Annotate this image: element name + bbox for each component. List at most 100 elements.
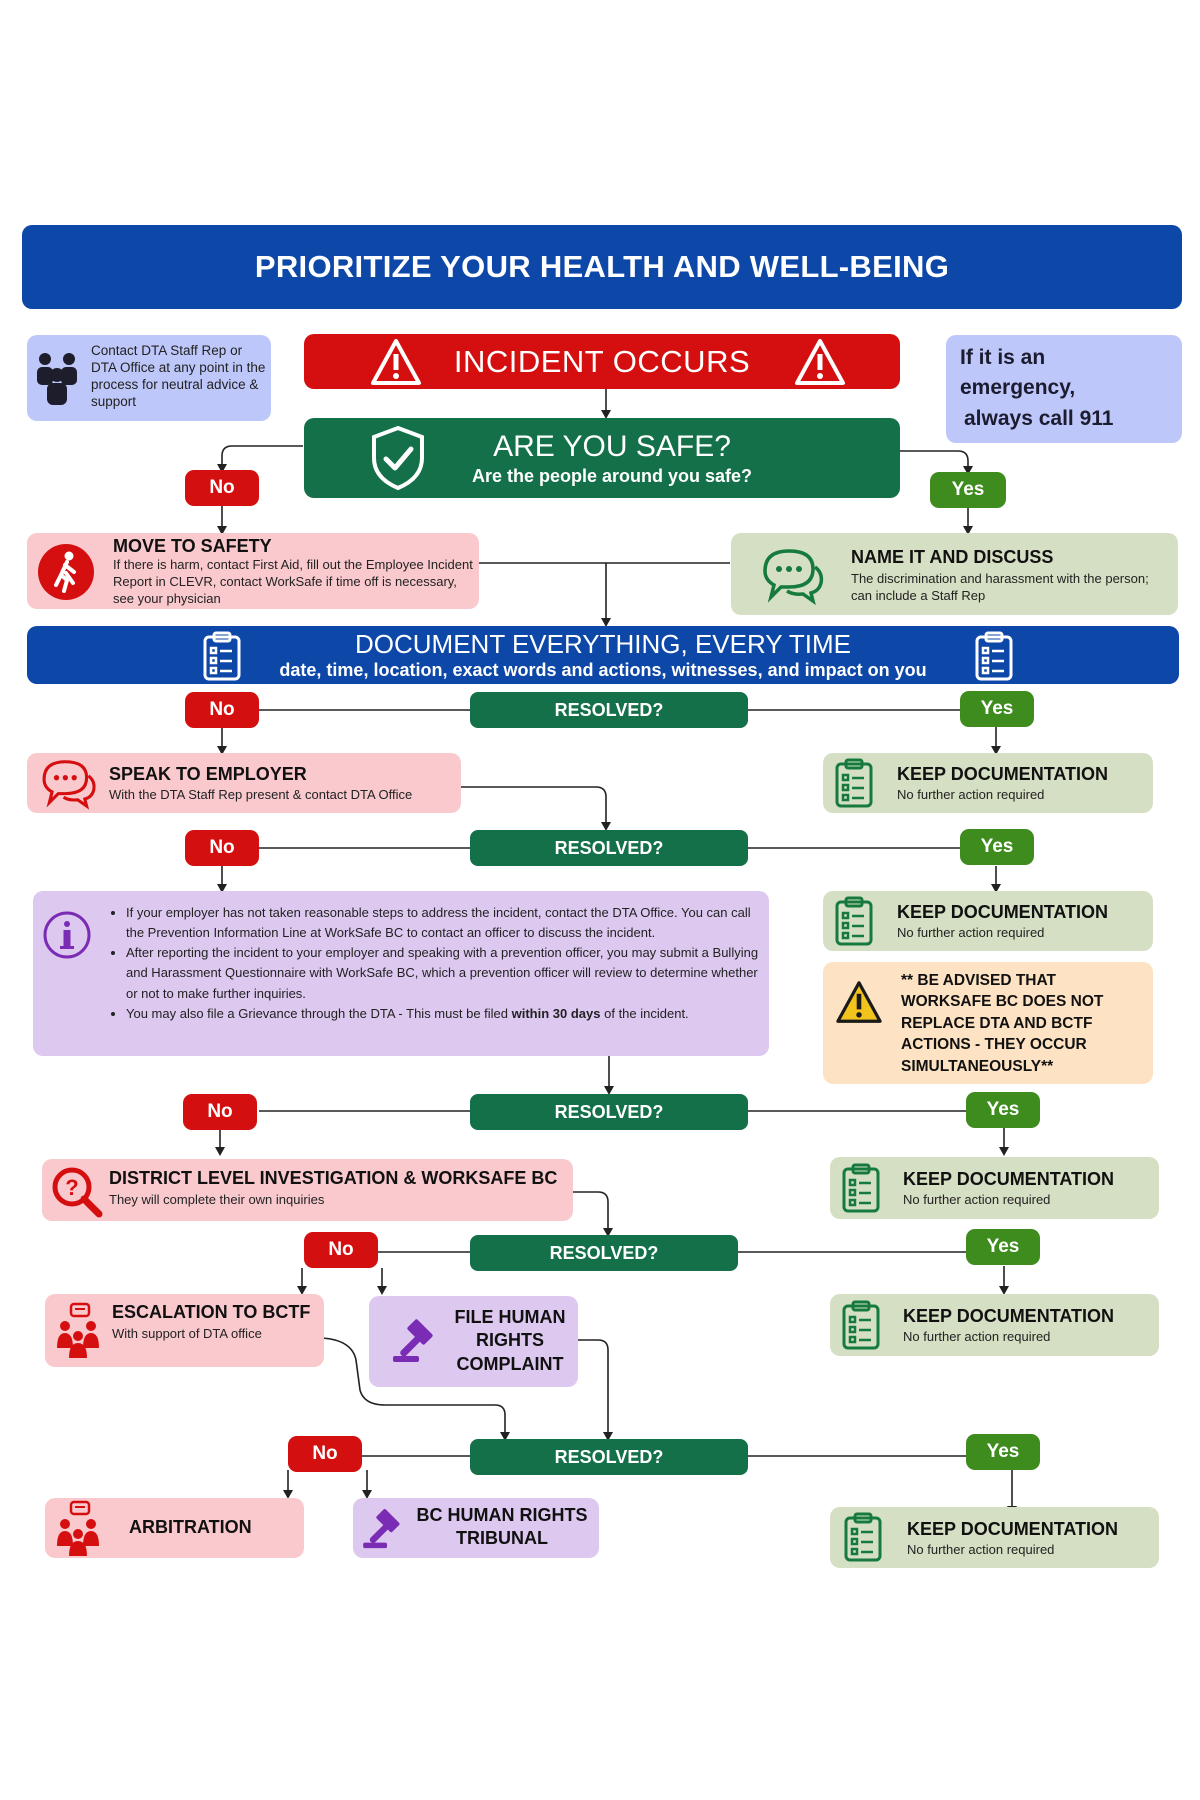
- info-box: If your employer has not taken reasonabl…: [33, 891, 769, 1056]
- escalation-title: ESCALATION TO BCTF: [112, 1302, 311, 1322]
- warning-text: ** BE ADVISED THAT WORKSAFE BC DOES NOT …: [901, 972, 1104, 1075]
- yes-label: Yes: [960, 691, 1034, 727]
- speak-employer-text: With the DTA Staff Rep present & contact…: [109, 787, 413, 802]
- no-label: No: [185, 830, 259, 866]
- chat-bubble-icon: [37, 756, 99, 815]
- incident-occurs-box: INCIDENT OCCURS: [304, 334, 900, 389]
- magnifier-question-icon: ?: [50, 1165, 104, 1224]
- clipboard-icon: [840, 1162, 882, 1219]
- name-it-box: NAME IT AND DISCUSS The discrimination a…: [731, 533, 1178, 615]
- human-rights-line3: COMPLAINT: [456, 1353, 564, 1374]
- keep-doc-text: No further action required: [903, 1329, 1051, 1344]
- gavel-icon: [361, 1506, 413, 1555]
- clipboard-icon: [840, 1299, 882, 1356]
- safe-subtitle: Are the people around you safe?: [471, 465, 753, 486]
- tribunal-line2: TRIBUNAL: [456, 1528, 548, 1549]
- keep-doc-text: No further action required: [903, 1192, 1051, 1207]
- emergency-line3: always call 911: [964, 406, 1114, 430]
- district-title: DISTRICT LEVEL INVESTIGATION & WORKSAFE …: [109, 1168, 558, 1188]
- clipboard-icon: [973, 630, 1015, 687]
- yes-label: Yes: [966, 1229, 1040, 1265]
- meeting-people-icon: [51, 1302, 105, 1365]
- keep-doc-title: KEEP DOCUMENTATION: [897, 764, 1109, 784]
- clipboard-icon: [833, 895, 875, 952]
- escalation-box: ESCALATION TO BCTF With support of DTA o…: [45, 1294, 324, 1367]
- resolved-5: RESOLVED?: [470, 1439, 748, 1475]
- warning-triangle-icon: [370, 338, 422, 391]
- keep-doc-title: KEEP DOCUMENTATION: [907, 1519, 1119, 1539]
- speak-to-employer-box: SPEAK TO EMPLOYER With the DTA Staff Rep…: [27, 753, 461, 813]
- no-label: No: [185, 470, 259, 506]
- incident-label: INCIDENT OCCURS: [453, 343, 751, 379]
- no-label: No: [185, 692, 259, 728]
- emergency-line2: emergency,: [960, 376, 1076, 400]
- are-you-safe-box: ARE YOU SAFE? Are the people around you …: [304, 418, 900, 498]
- yes-label: Yes: [960, 829, 1034, 865]
- meeting-people-icon: [51, 1500, 105, 1563]
- keep-doc-title: KEEP DOCUMENTATION: [903, 1306, 1115, 1326]
- walking-person-icon: [37, 543, 95, 606]
- district-text: They will complete their own inquiries: [109, 1192, 325, 1207]
- yes-label: Yes: [966, 1092, 1040, 1128]
- no-label: No: [183, 1094, 257, 1130]
- contact-dta-text: Contact DTA Staff Rep or DTA Office at a…: [91, 343, 266, 409]
- move-to-safety-text: If there is harm, contact First Aid, fil…: [113, 557, 473, 606]
- district-investigation-box: ? DISTRICT LEVEL INVESTIGATION & WORKSAF…: [42, 1159, 573, 1221]
- gavel-icon: [391, 1316, 447, 1369]
- info-circle-icon: [42, 910, 92, 965]
- yes-label: Yes: [966, 1434, 1040, 1470]
- keep-doc-title: KEEP DOCUMENTATION: [897, 902, 1109, 922]
- keep-doc-text: No further action required: [907, 1542, 1055, 1557]
- tribunal-line1: BC HUMAN RIGHTS: [416, 1505, 588, 1525]
- warning-triangle-icon: [794, 338, 846, 391]
- svg-text:?: ?: [65, 1175, 78, 1200]
- no-label: No: [304, 1232, 378, 1268]
- emergency-box: If it is an emergency, always call 911: [946, 335, 1182, 443]
- arbitration-box: ARBITRATION: [45, 1498, 304, 1558]
- keep-documentation-box: KEEP DOCUMENTATION No further action req…: [830, 1294, 1159, 1356]
- warning-box: ** BE ADVISED THAT WORKSAFE BC DOES NOT …: [823, 962, 1153, 1084]
- resolved-3: RESOLVED?: [470, 1094, 748, 1130]
- resolved-4: RESOLVED?: [470, 1235, 738, 1271]
- shield-check-icon: [368, 424, 428, 497]
- human-rights-line1: FILE HUMAN: [454, 1307, 566, 1327]
- resolved-1: RESOLVED?: [470, 692, 748, 728]
- human-rights-complaint-box: FILE HUMAN RIGHTS COMPLAINT: [369, 1296, 578, 1387]
- emergency-line1: If it is an: [960, 346, 1046, 369]
- people-icon: [33, 349, 81, 414]
- document-title: DOCUMENT EVERYTHING, EVERY TIME: [354, 629, 852, 659]
- info-bullet-3: You may also file a Grievance through th…: [126, 1004, 761, 1024]
- clipboard-icon: [842, 1511, 884, 1568]
- clipboard-icon: [833, 757, 875, 814]
- human-rights-tribunal-box: BC HUMAN RIGHTS TRIBUNAL: [353, 1498, 599, 1558]
- keep-doc-text: No further action required: [897, 787, 1045, 802]
- keep-documentation-box: KEEP DOCUMENTATION No further action req…: [830, 1507, 1159, 1568]
- human-rights-line2: RIGHTS: [475, 1330, 544, 1351]
- no-label: No: [288, 1436, 362, 1472]
- keep-doc-text: No further action required: [897, 925, 1045, 940]
- name-it-title: NAME IT AND DISCUSS: [851, 547, 1054, 567]
- caution-icon: [835, 980, 883, 1029]
- move-to-safety-box: MOVE TO SAFETY If there is harm, contact…: [27, 533, 479, 609]
- move-to-safety-title: MOVE TO SAFETY: [113, 536, 272, 556]
- clipboard-icon: [201, 630, 243, 687]
- document-subtitle: date, time, location, exact words and ac…: [279, 660, 927, 680]
- info-bullet-2: After reporting the incident to your emp…: [126, 943, 761, 1003]
- page-title: PRIORITIZE YOUR HEALTH AND WELL-BEING: [22, 225, 1182, 309]
- keep-documentation-box: KEEP DOCUMENTATION No further action req…: [823, 753, 1153, 813]
- info-bullet-1: If your employer has not taken reasonabl…: [126, 903, 761, 943]
- contact-dta-box: Contact DTA Staff Rep or DTA Office at a…: [27, 335, 271, 421]
- keep-doc-title: KEEP DOCUMENTATION: [903, 1169, 1115, 1189]
- resolved-2: RESOLVED?: [470, 830, 748, 866]
- keep-documentation-box: KEEP DOCUMENTATION No further action req…: [823, 891, 1153, 951]
- name-it-text: The discrimination and harassment with t…: [851, 571, 1149, 603]
- safe-title: ARE YOU SAFE?: [493, 429, 731, 463]
- keep-documentation-box: KEEP DOCUMENTATION No further action req…: [830, 1157, 1159, 1219]
- speak-employer-title: SPEAK TO EMPLOYER: [109, 764, 307, 784]
- yes-label: Yes: [930, 472, 1006, 508]
- arbitration-title: ARBITRATION: [129, 1517, 252, 1537]
- chat-bubble-icon: [757, 545, 827, 610]
- document-everything-box: DOCUMENT EVERYTHING, EVERY TIME date, ti…: [27, 626, 1179, 684]
- escalation-text: With support of DTA office: [112, 1326, 262, 1341]
